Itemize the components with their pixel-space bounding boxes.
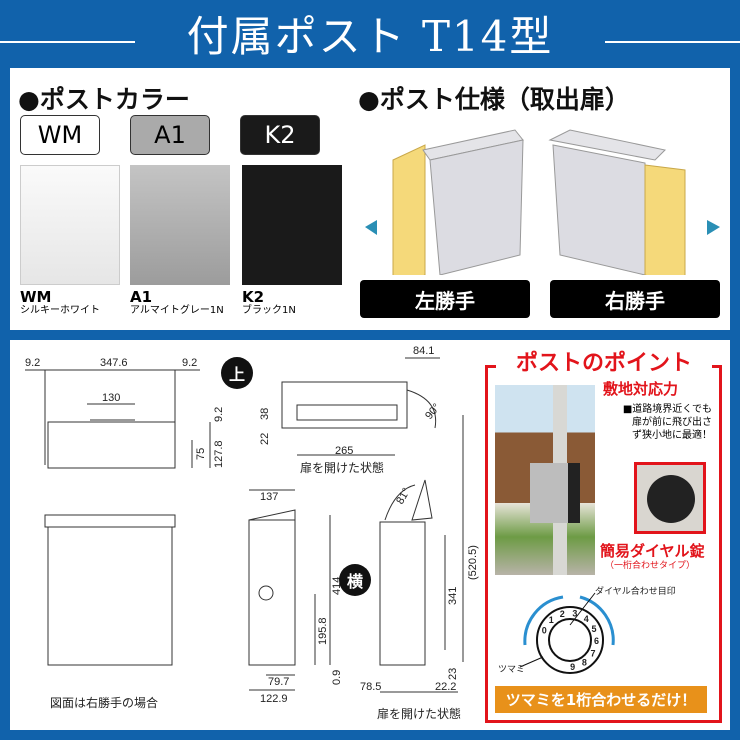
dim-label: 9.2 <box>213 407 225 422</box>
spec-heading: ●ポスト仕様（取出扉） <box>358 85 630 114</box>
feature2-title: 簡易ダイヤル錠 <box>600 542 705 560</box>
dim-label: 130 <box>102 392 120 404</box>
dial-digit: 0 <box>542 626 547 636</box>
dim-label: 9.2 <box>182 357 197 369</box>
feature1-title: 敷地対応力 <box>603 380 679 398</box>
dim-label: 22 <box>259 433 271 445</box>
dial-digit: 6 <box>594 636 599 646</box>
right-hand-label: 右勝手 <box>550 280 720 318</box>
dim-label: 79.7 <box>268 676 289 688</box>
dim-label: 0.9 <box>331 670 343 685</box>
dim-label: 9.2 <box>25 357 40 369</box>
dim-label: 38 <box>259 408 271 420</box>
colors-heading: ●ポストカラー <box>18 85 190 114</box>
post-image-a1 <box>130 165 230 285</box>
title-rule-right <box>605 41 740 43</box>
knob-label: ツマミ <box>498 664 525 674</box>
left-hand-label: 左勝手 <box>360 280 530 318</box>
dim-label: 127.8 <box>213 440 225 468</box>
dial-digit: 5 <box>592 624 597 634</box>
dim-label: 84.1 <box>413 345 434 357</box>
dial-digit: 1 <box>549 615 554 625</box>
dial-digit: 8 <box>582 658 587 668</box>
dim-label: 22.2 <box>435 681 456 693</box>
top-view-marker: 上 <box>221 357 253 389</box>
color-chip-wm: WM <box>20 115 100 155</box>
color-chip-a1: A1 <box>130 115 210 155</box>
post-image-k2 <box>242 165 342 285</box>
arrow-left-icon <box>365 220 377 235</box>
page-title: 付属ポスト T14型 <box>186 11 554 61</box>
dim-label: 90° <box>423 401 443 421</box>
points-title: ポストのポイント <box>496 345 712 377</box>
dim-label: 75 <box>195 448 207 460</box>
dial-digit: 2 <box>560 609 565 619</box>
door-opening-illustrations <box>365 129 720 275</box>
dim-label: 122.9 <box>260 693 288 705</box>
open-state-caption: 扉を開けた状態 <box>377 706 461 721</box>
dial-digit: 7 <box>591 648 596 658</box>
dim-label: 78.5 <box>360 681 381 693</box>
feature1-text: ■道路境界近くでも扉が前に飛び出さず狭小地に最適！ <box>622 404 712 441</box>
color-chip-k2: K2 <box>240 115 320 155</box>
open-state-caption: 扉を開けた状態 <box>300 460 384 475</box>
dim-label: 347.6 <box>100 357 128 369</box>
summary-banner: ツマミを1桁合わせるだけ！ <box>495 686 707 713</box>
dim-label: 137 <box>260 491 278 503</box>
title-rule-left <box>0 41 135 43</box>
dial-digit: 3 <box>572 609 577 619</box>
side-view-marker: 横 <box>339 564 371 596</box>
drawing-caption: 図面は右勝手の場合 <box>50 695 158 710</box>
dial-lock-photo <box>634 462 706 534</box>
dim-label: 341 <box>447 587 459 605</box>
dial-digit: 4 <box>584 614 589 624</box>
arrow-right-icon <box>707 220 720 235</box>
right-hand-illustration <box>548 129 720 275</box>
dim-label: 81° <box>394 486 413 506</box>
post-image-wm <box>20 165 120 285</box>
dim-label: 195.8 <box>317 617 329 645</box>
technical-drawings: 9.2 347.6 9.2 130 9.2 127.8 75 84.1 38 2… <box>25 345 479 721</box>
dim-label: 23 <box>447 668 459 680</box>
installation-photo <box>495 385 595 575</box>
left-hand-illustration <box>365 129 524 275</box>
dial-digit: 9 <box>570 662 575 672</box>
feature2-subtitle: （一桁合わせタイプ） <box>605 561 696 571</box>
dim-label: 265 <box>335 445 353 457</box>
dial-mark-label: ダイヤル合わせ目印 <box>595 585 676 596</box>
dim-label: (520.5) <box>467 545 479 580</box>
